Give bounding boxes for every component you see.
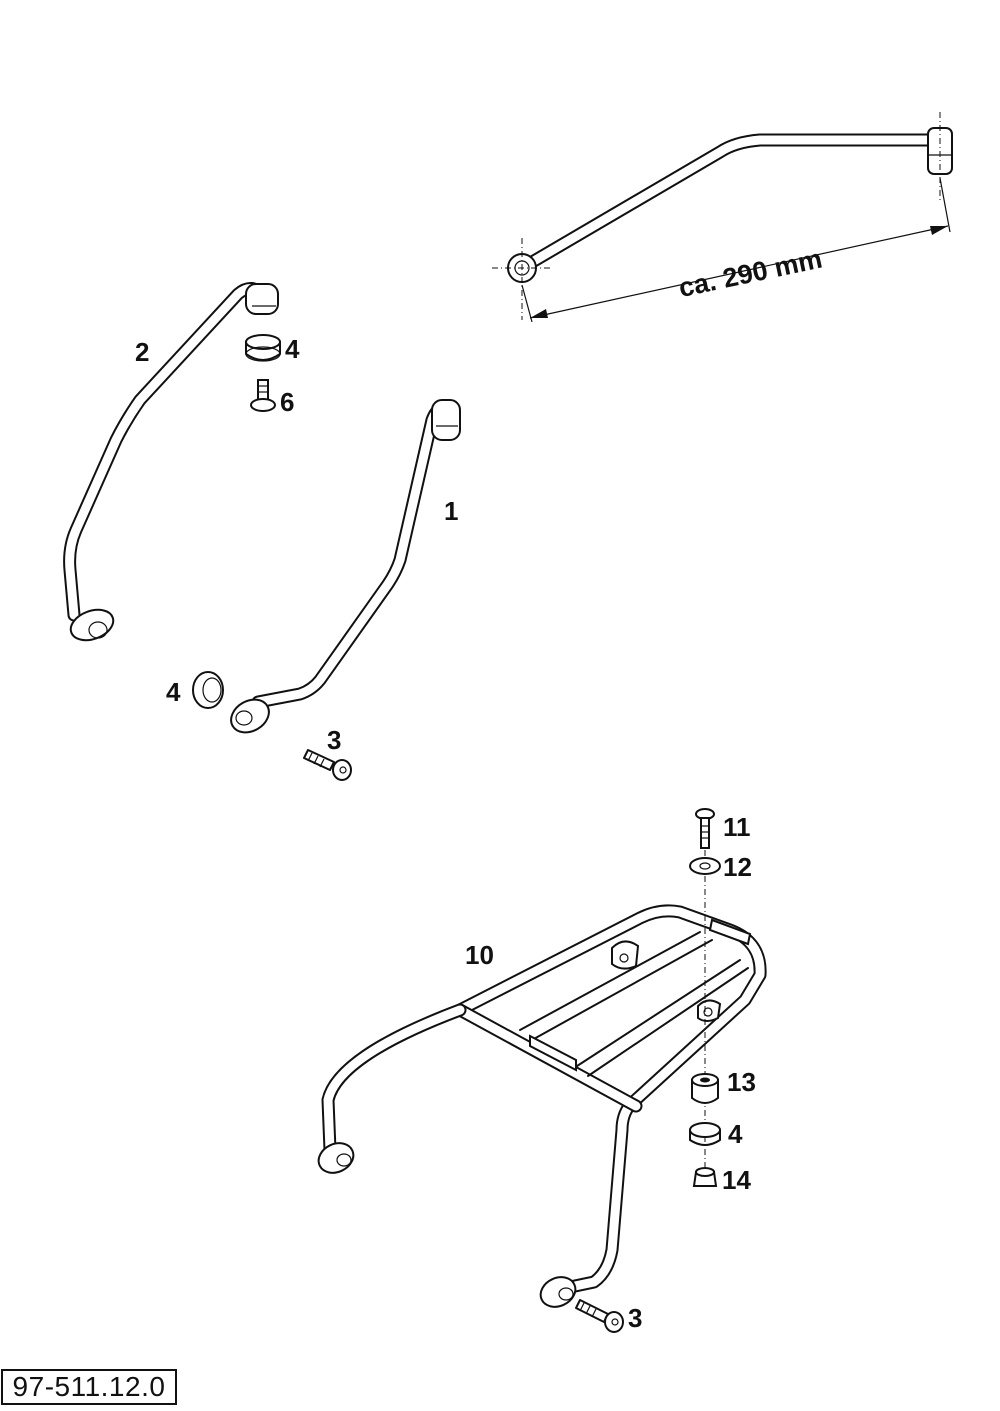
callout-4-upper: 4	[285, 334, 300, 364]
callout-4-lower: 4	[728, 1119, 743, 1149]
part-11-screw-shank	[700, 817, 710, 849]
callout-3-upper: 3	[327, 725, 341, 755]
part-12-washer	[689, 857, 721, 875]
callout-12: 12	[723, 852, 752, 882]
part-10-luggage-rack	[317, 904, 767, 1308]
callout-14: 14	[722, 1165, 751, 1195]
callout-13: 13	[727, 1067, 756, 1097]
callout-6: 6	[280, 387, 294, 417]
part-4-rubber-middle	[192, 671, 224, 709]
part-3-bolt-upper	[303, 749, 352, 781]
part-4-rubber-lower	[689, 1122, 721, 1138]
callout-2: 2	[135, 337, 149, 367]
drawing-reference-number: 97-511.12.0	[1, 1369, 177, 1405]
callout-4-middle: 4	[166, 677, 181, 707]
part-6-screw	[250, 379, 276, 412]
callout-11: 11	[723, 812, 751, 842]
part-1-handle-right	[230, 399, 461, 734]
callout-10: 10	[465, 940, 494, 970]
part-3-bolt-lower	[575, 1299, 624, 1333]
dimension-detail-handle: ca. 290 mm	[492, 112, 953, 323]
callout-1: 1	[444, 496, 458, 526]
part-stack-right	[689, 808, 721, 1187]
part-4-rubber-upper	[245, 334, 281, 362]
dimension-label: ca. 290 mm	[676, 243, 825, 303]
part-2-handle-left	[63, 282, 279, 642]
callout-3-lower: 3	[628, 1303, 642, 1333]
